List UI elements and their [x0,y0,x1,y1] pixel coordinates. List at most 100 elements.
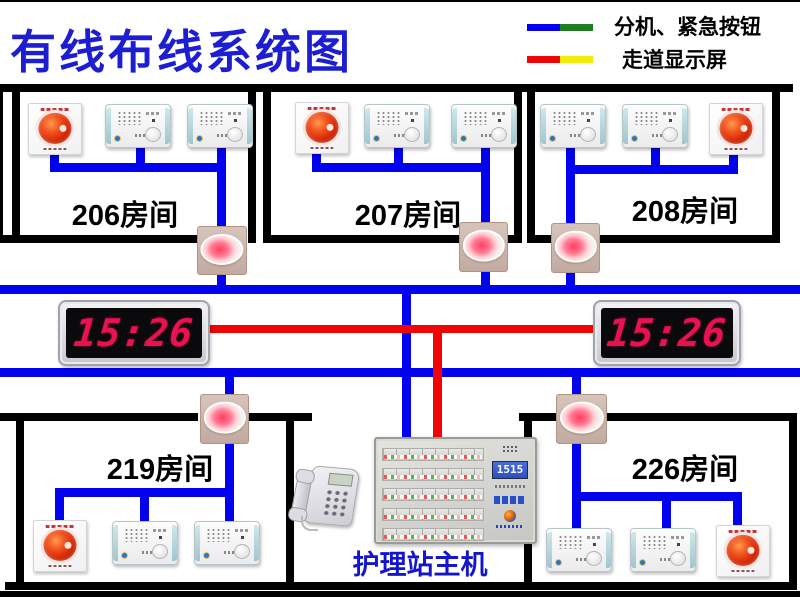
emergency-button-dome [719,112,753,144]
wire-room208-lamp-riser [566,145,575,293]
call-button [586,551,602,566]
call-button [670,551,686,566]
clock-face: 15:26 [66,308,202,358]
intercom-led [587,119,590,122]
room219-left-wall [16,413,24,590]
wire-room207-bus [312,163,490,172]
room208-label: 208房间 [631,196,739,228]
intercom-text [235,529,249,532]
wire-room219-intercom1-drop [140,493,149,524]
intercom-text [492,112,506,115]
intercom-text [481,134,494,137]
wire-room207-intercom1-drop [394,146,403,167]
wire-corridor-bus-lower [0,368,800,377]
intercom-room208-a [540,104,606,148]
phone-display [327,472,354,487]
speaker-grille [463,111,487,125]
corridor-top-wall [0,84,793,92]
intercom-led [593,543,596,546]
intercom-text [394,134,407,137]
wire-corridor-bus-upper [0,285,800,294]
call-button [152,544,168,559]
room226-top-wall-right [604,413,797,421]
bottom-rooms-wall [5,582,795,590]
brand-logo [204,553,209,558]
intercom-led [411,119,414,122]
speaker-grille [558,535,582,549]
intercom-led [159,536,162,539]
clock-face: 15:26 [601,308,733,358]
emergency-button-top-text [728,530,758,533]
emergency-button-room208 [709,103,763,155]
nurse-station-label: 护理站主机 [352,550,488,580]
emergency-button-bottom-text [48,565,72,567]
intercom-room207-a [364,104,430,148]
left-edge-border [0,84,3,243]
speaker-grille [117,111,141,125]
corridor-clock-right: 15:26 [593,300,741,366]
room207-bottom-wall-right [502,235,522,243]
intercom-text [228,112,242,115]
emergency-button-dome [38,112,72,144]
emergency-button-room219 [33,520,87,572]
emergency-button-top-text [45,525,75,528]
indicator-row [382,528,484,541]
speaker-grille [124,528,148,542]
legend-blue-segment [527,24,560,31]
brand-logo [640,560,645,565]
emergency-button-dome [726,534,760,566]
brand-logo [374,136,379,141]
brand-logo [197,136,202,141]
console-text [495,485,525,488]
corridor-lamp-room219 [200,394,249,444]
emergency-button-top-text [721,108,751,111]
corridor-lamp-room208 [551,223,600,273]
wire-room206-intercom1-drop [136,146,145,167]
intercom-room219-b [194,521,260,565]
legend-label-corridor-display: 走道显示屏 [622,49,727,72]
emergency-button-room207 [295,102,349,154]
wire-room226-bus [572,492,742,501]
room219-right-wall [286,413,294,590]
wire-room207-lamp-riser [481,145,490,293]
page-title: 有线布线系统图 [10,26,353,78]
call-button [580,127,596,142]
legend-red-segment [527,56,560,63]
indicator-row [382,468,484,481]
intercom-led [234,119,237,122]
clock-time: 15:26 [72,311,196,355]
brand-logo [122,553,127,558]
phone-keypad [321,488,351,518]
call-button [145,127,161,142]
room226-top-wall-left [519,413,557,421]
emergency-button-top-text [307,107,337,110]
wire-room206-bus [50,163,226,172]
emergency-button-bottom-text [43,148,67,150]
wire-console-riser-red [433,330,442,438]
room219-top-wall-right [246,413,312,421]
legend-label-extension: 分机、紧急按钮 [614,16,761,39]
intercom-text [153,529,167,532]
lamp-dome [559,401,604,434]
room206-bottom-wall [0,235,200,243]
emergency-button-room206 [28,103,82,155]
intercom-room206-b [187,104,253,148]
call-button [662,127,678,142]
intercom-led [241,536,244,539]
call-button [227,127,243,142]
wire-room219-emergency-drop [55,493,64,523]
intercom-led [152,119,155,122]
intercom-text [576,558,589,561]
corridor-lamp-room207 [459,222,508,272]
intercom-text [135,134,148,137]
top-edge-border [0,0,800,2]
wire-room226-intercom2-drop [662,497,671,531]
brand-logo [556,560,561,565]
room207-right-wall [514,84,522,243]
lamp-dome [203,401,246,434]
lamp-dome [554,230,597,263]
intercom-text [671,536,685,539]
room219-label: 219房间 [106,454,214,486]
room207-left-wall [263,84,271,243]
speaker-grille [642,535,666,549]
